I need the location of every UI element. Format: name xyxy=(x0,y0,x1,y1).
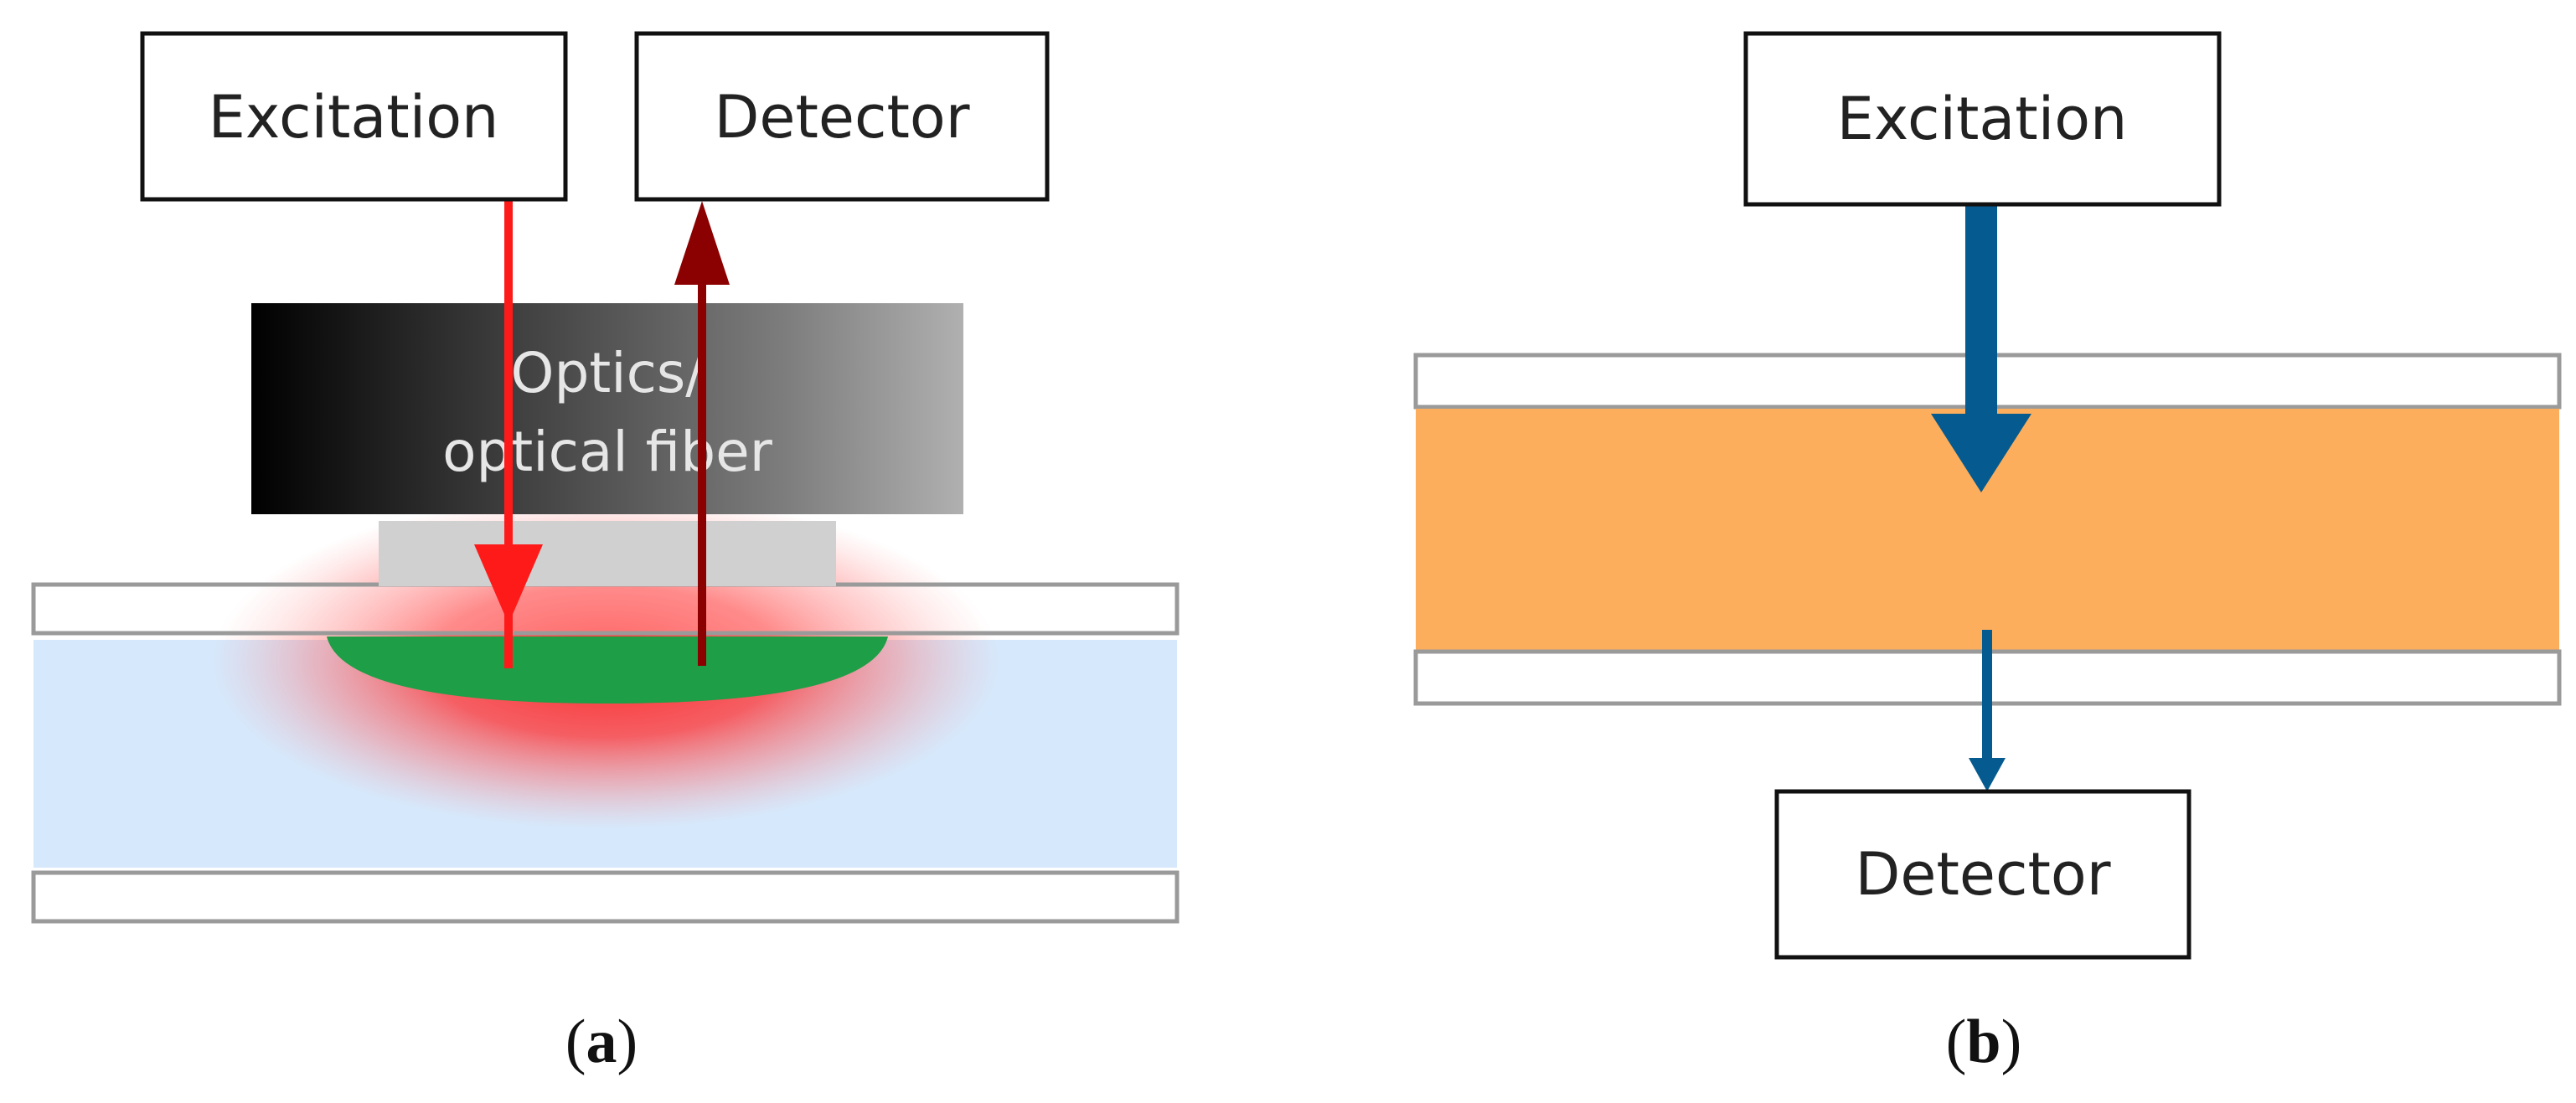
arrow-up-icon xyxy=(674,201,730,666)
panel-a: Optics/ optical fiber Excitation Detecto… xyxy=(31,31,1180,1076)
optics-block xyxy=(251,303,963,514)
excitation-label-b: Excitation xyxy=(1837,85,2128,153)
excitation-box-b xyxy=(1743,31,2222,207)
optics-label-line2: optical fiber xyxy=(442,420,773,484)
sample-drop xyxy=(327,637,888,704)
arrow-down-icon xyxy=(1931,204,2031,492)
excitation-box-a xyxy=(140,31,568,202)
arrow-down-icon xyxy=(474,199,543,668)
caption-a: (a) xyxy=(565,1008,638,1076)
detector-label-b: Detector xyxy=(1855,840,2110,909)
bottom-glass-slide xyxy=(31,870,1180,924)
excitation-label-a: Excitation xyxy=(209,83,499,152)
detector-box-a xyxy=(634,31,1050,202)
lens-block xyxy=(379,521,836,586)
detector-box-b xyxy=(1774,789,2191,960)
panel-b: Excitation Detector (b) xyxy=(1413,31,2562,1076)
optics-label-line1: Optics/ xyxy=(511,341,705,405)
caption-b: (b) xyxy=(1946,1008,2021,1076)
detector-label-a: Detector xyxy=(714,83,969,152)
top-glass-slide xyxy=(31,582,1180,636)
arrow-down-icon xyxy=(1969,630,2006,791)
